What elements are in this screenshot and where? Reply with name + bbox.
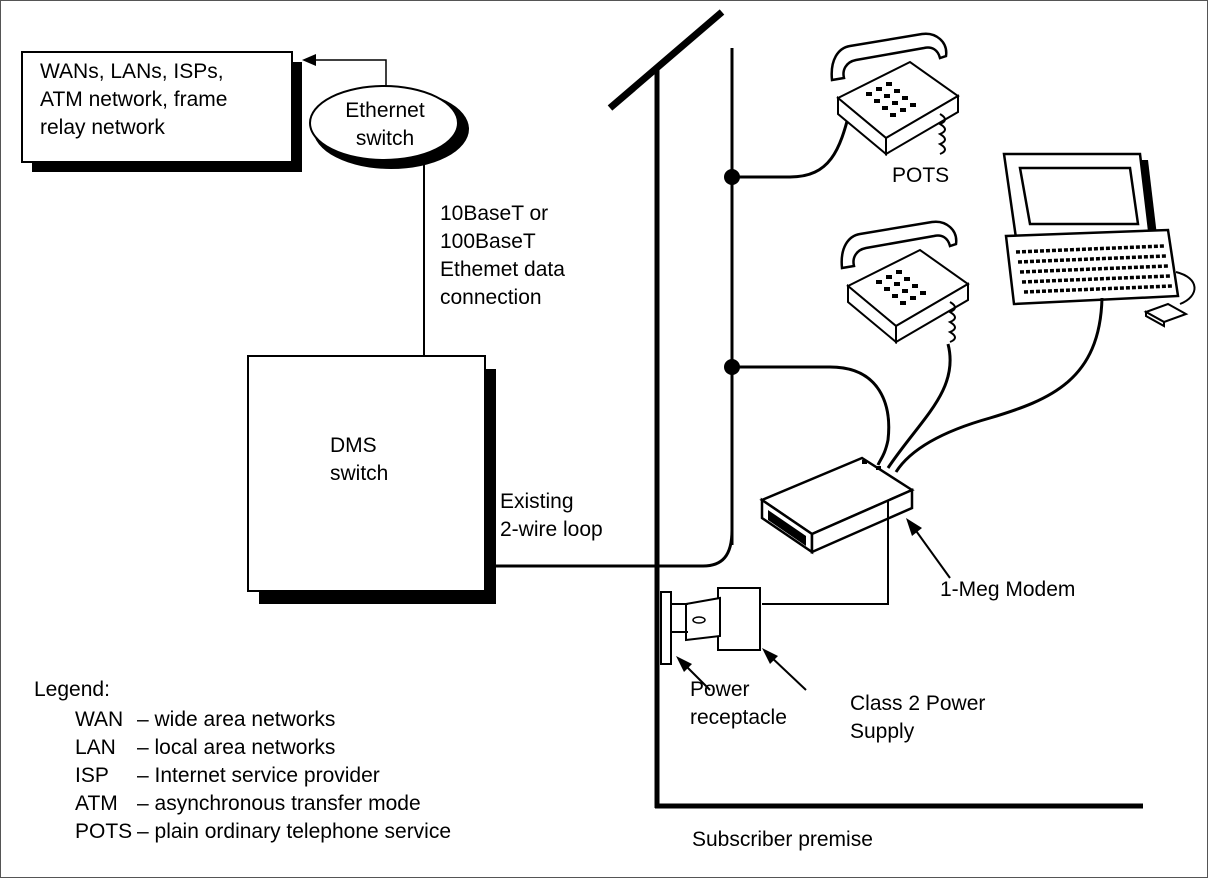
legend-row: POTS– plain ordinary telephone service — [75, 818, 451, 846]
legend-row: WAN – wide area networks — [75, 706, 335, 734]
ethernet-switch-label: Ethernet switch — [345, 99, 425, 150]
legend-desc: – local area networks — [137, 736, 336, 759]
power-supply-label: Class 2 Power Supply — [850, 692, 986, 743]
pots-label: POTS — [892, 164, 950, 187]
loop-label: Existing 2-wire loop — [500, 490, 603, 541]
modem-power-line — [762, 500, 889, 605]
networks-box — [21, 51, 302, 172]
legend-abbr: ATM — [75, 792, 118, 815]
legend-title: Legend: — [34, 678, 110, 701]
legend-row: LAN – local area networks — [75, 734, 335, 762]
dms-switch-label: DMS switch — [330, 434, 389, 485]
telephone-icon — [840, 220, 970, 345]
ethernet-switch-node — [309, 85, 469, 169]
two-wire-loop — [486, 529, 734, 568]
dms-switch-box — [247, 355, 496, 604]
legend-abbr: WAN — [75, 708, 124, 731]
legend-desc: – Internet service provider — [137, 764, 380, 787]
modem-icon — [759, 456, 915, 555]
legend-abbr: POTS — [75, 820, 133, 843]
modem-line-in — [732, 365, 891, 466]
networks-label: WANs, LANs, ISPs, ATM network, frame rel… — [40, 60, 228, 139]
legend-row: ATM – asynchronous transfer mode — [75, 790, 421, 818]
building-wall — [607, 9, 1143, 809]
legend-desc: – wide area networks — [137, 708, 336, 731]
receptacle-arrow — [676, 656, 711, 691]
uplink-arrow — [302, 54, 387, 88]
power-receptacle-label: Power receptacle — [690, 678, 787, 729]
legend-abbr: LAN — [75, 736, 116, 759]
modem-label: 1-Meg Modem — [940, 578, 1076, 601]
computer-modem-line — [894, 297, 1104, 473]
phone-modem-line — [886, 343, 952, 469]
legend-abbr: ISP — [75, 764, 109, 787]
pots-line — [732, 109, 852, 179]
modem-arrow — [906, 518, 951, 579]
premise-label: Subscriber premise — [692, 828, 873, 851]
data-connection-label: 10BaseT or 100BaseT Ethemet data connect… — [440, 202, 565, 309]
power-supply-icon — [672, 587, 761, 651]
legend-desc: – asynchronous transfer mode — [137, 792, 421, 815]
legend-desc: – plain ordinary telephone service — [137, 820, 452, 843]
computer-icon — [1002, 152, 1180, 306]
legend-row: ISP – Internet service provider — [75, 762, 380, 790]
telephone-icon — [830, 32, 960, 157]
mouse-icon — [1143, 271, 1196, 328]
power-receptacle-icon — [660, 591, 672, 665]
power-supply-arrow — [762, 648, 807, 691]
